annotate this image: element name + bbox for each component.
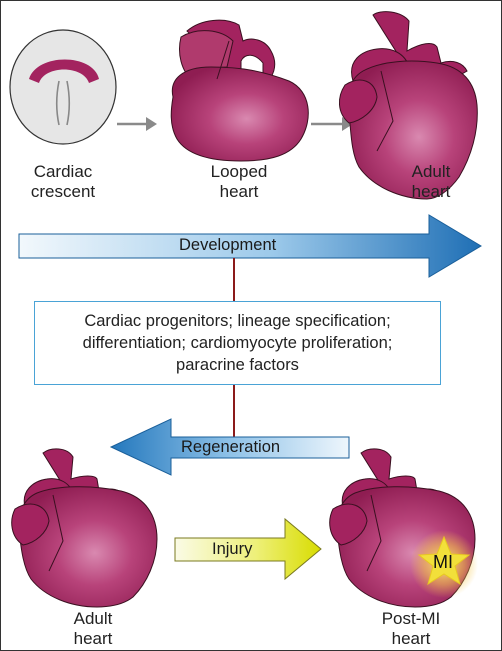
mi-star (417, 535, 471, 586)
mechanisms-box: Cardiac progenitors; lineage specificati… (34, 301, 441, 385)
post-mi-heart-label: Post-MI heart (381, 609, 441, 648)
post-mi-heart-illustration (329, 448, 478, 608)
gray-arrow-1 (117, 117, 157, 131)
adult-heart-top-illustration (339, 11, 478, 200)
looped-heart-illustration (170, 19, 309, 162)
cardiac-crescent-label: Cardiac crescent (30, 162, 96, 201)
mechanisms-line-2: differentiation; cardiomyocyte prolifera… (82, 334, 393, 352)
development-arrow (18, 214, 482, 278)
development-label: Development (179, 236, 277, 254)
regeneration-label: Regeneration (181, 438, 281, 456)
mechanisms-line-3: paracrine factors (176, 356, 299, 374)
injury-label: Injury (212, 540, 253, 558)
cardiac-crescent-illustration (9, 29, 117, 145)
gray-arrow-2 (311, 117, 353, 131)
adult-heart-bottom-label: Adult heart (73, 609, 113, 648)
injury-arrow (174, 517, 322, 581)
mi-label: MI (433, 552, 453, 572)
regeneration-arrow (109, 418, 350, 476)
adult-heart-bottom-illustration (11, 448, 158, 608)
adult-heart-top-label: Adult heart (411, 162, 451, 201)
looped-heart-label: Looped heart (210, 162, 268, 201)
mechanisms-line-1: Cardiac progenitors; lineage specificati… (84, 312, 391, 330)
